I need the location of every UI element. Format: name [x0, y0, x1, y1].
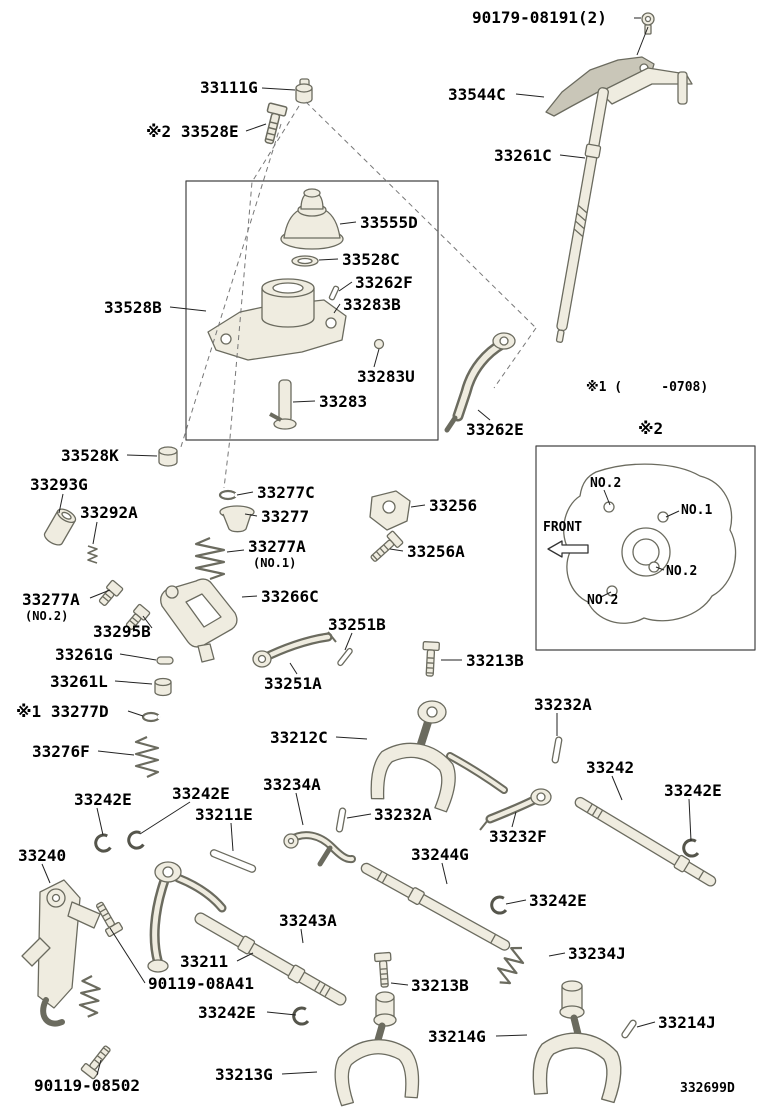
bolt-33256a	[366, 530, 404, 566]
front-arrow-icon	[547, 540, 589, 558]
lever-33266c	[160, 578, 238, 663]
shaft-33261c	[555, 67, 693, 343]
head-33256	[369, 490, 411, 531]
housing-33528b	[207, 278, 347, 361]
pin-33214j	[621, 1019, 637, 1039]
ring-33528c	[291, 255, 319, 267]
fork-33212c	[367, 700, 508, 814]
bushing-33293g	[43, 508, 77, 546]
pin-33232a-left	[335, 807, 347, 833]
lever-33251a	[252, 631, 337, 668]
boot-33555d	[280, 188, 344, 250]
assembly-33240	[21, 879, 103, 1027]
spring-33276f	[134, 735, 160, 779]
bolt-33528e	[259, 102, 288, 146]
lever-33262e	[444, 332, 516, 433]
pin-33262f	[328, 285, 340, 301]
clips-33242e	[92, 829, 700, 1027]
variant-inset	[535, 445, 756, 651]
spring-33234j	[491, 941, 531, 989]
pin-33261g	[156, 656, 174, 665]
shaft-33242	[574, 796, 717, 887]
cap-33528k	[158, 446, 178, 467]
seat-33277	[219, 505, 255, 533]
cap-33261l	[154, 677, 172, 697]
shaft-33244g	[360, 862, 511, 951]
pin-33211e	[209, 849, 257, 873]
bolt-33213b-upper	[421, 640, 441, 678]
ball-33283u	[373, 338, 385, 350]
lever-33232f	[479, 788, 552, 831]
bolt-33213b-lower	[373, 951, 394, 989]
assembly-dashed-lines	[179, 101, 537, 489]
clip-33277d	[141, 711, 161, 723]
fork-33213g	[330, 991, 422, 1107]
lever-33234a	[283, 831, 356, 867]
lever-shaft-33211	[147, 861, 347, 1006]
leader-lines	[41, 17, 692, 1076]
fork-33214g	[530, 980, 626, 1104]
pin-33251b	[337, 647, 353, 667]
spring-33277a-no1	[194, 536, 226, 581]
spring-33292a	[87, 545, 98, 564]
retainer-group-box	[185, 180, 439, 441]
pin-33232a-right	[551, 736, 563, 764]
pin-33283	[269, 379, 297, 430]
plug-33111g	[295, 78, 313, 104]
bolt-90179-08191	[641, 12, 655, 35]
clip-33277c	[218, 489, 238, 501]
plug-33295b	[122, 603, 151, 633]
